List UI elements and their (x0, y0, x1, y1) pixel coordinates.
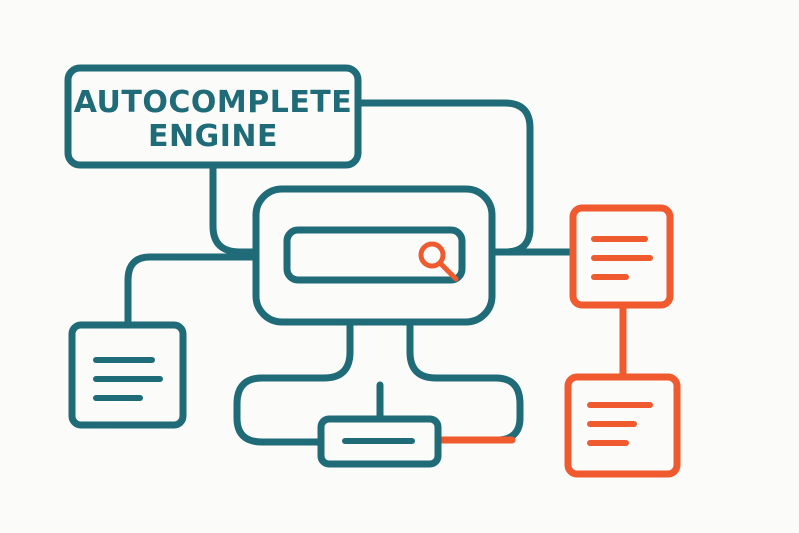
connector-lines (124, 99, 576, 446)
orange-document-bottom (564, 373, 681, 478)
search-input[interactable] (283, 226, 466, 284)
accent-connector-lines (434, 301, 627, 444)
engine-box-title-line2: ENGINE (148, 119, 278, 154)
result-pill (317, 415, 442, 468)
teal-document (68, 321, 187, 429)
search-widget (252, 185, 496, 326)
text-lines-icon (591, 236, 653, 280)
connector-widget-to-teal-doc (124, 253, 262, 329)
search-icon[interactable] (418, 241, 459, 282)
text-lines-icon (93, 357, 163, 401)
connector-stand-right (406, 318, 524, 444)
engine-box: AUTOCOMPLETE ENGINE (64, 64, 362, 169)
connector-stand-left (233, 318, 354, 446)
text-lines-icon (587, 402, 653, 446)
connector-engine-to-widget (209, 161, 262, 256)
engine-box-title-line1: AUTOCOMPLETE (74, 85, 353, 120)
orange-document-top (569, 204, 674, 309)
